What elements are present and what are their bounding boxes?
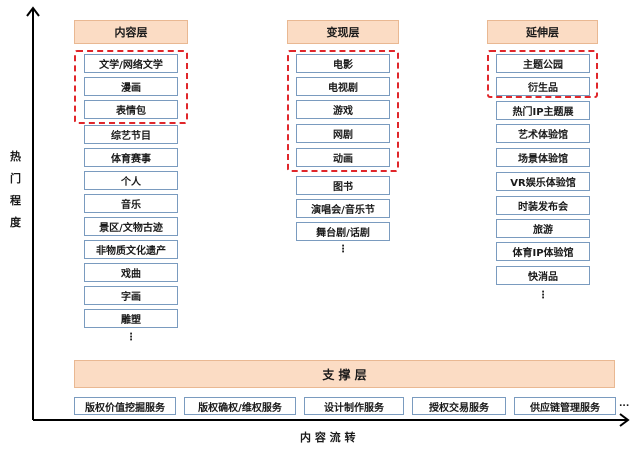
support-service: 版权价值挖掘服务 bbox=[74, 397, 176, 415]
support-service: 授权交易服务 bbox=[412, 397, 506, 415]
content-item: 字画 bbox=[84, 286, 178, 305]
y-axis-label-char: 程 bbox=[10, 194, 21, 207]
monetization-item: 舞台剧/话剧 bbox=[296, 222, 390, 241]
content-item: 景区/文物古迹 bbox=[84, 217, 178, 236]
content-item: 综艺节目 bbox=[84, 125, 178, 144]
content-item: 文学/网络文学 bbox=[84, 54, 178, 73]
extension-item: 艺术体验馆 bbox=[496, 124, 590, 143]
content-item: 戏曲 bbox=[84, 263, 178, 282]
monetization-layer-header: 变现层 bbox=[287, 20, 399, 44]
content-more: ⋮ bbox=[126, 332, 136, 343]
extension-item: 旅游 bbox=[496, 219, 590, 238]
x-axis-arrow bbox=[619, 413, 630, 427]
monetization-highlight-box bbox=[287, 50, 399, 172]
monetization-item: 网剧 bbox=[296, 124, 390, 143]
support-service: 供应链管理服务 bbox=[514, 397, 616, 415]
content-item: 个人 bbox=[84, 171, 178, 190]
content-layer-header: 内容层 bbox=[74, 20, 188, 44]
content-item: 雕塑 bbox=[84, 309, 178, 328]
content-item: 表情包 bbox=[84, 100, 178, 119]
y-axis-label-char: 度 bbox=[10, 216, 21, 229]
extension-layer-header: 延伸层 bbox=[487, 20, 598, 44]
extension-item: 时装发布会 bbox=[496, 196, 590, 215]
support-service: 版权确权/维权服务 bbox=[184, 397, 296, 415]
extension-item: 体育IP体验馆 bbox=[496, 242, 590, 261]
support-more: ... bbox=[619, 399, 630, 409]
extension-highlight-box bbox=[487, 50, 598, 98]
y-axis-label-char: 热 bbox=[10, 150, 21, 163]
content-item: 漫画 bbox=[84, 77, 178, 96]
content-item: 体育赛事 bbox=[84, 148, 178, 167]
monetization-item: 游戏 bbox=[296, 100, 390, 119]
content-item: 非物质文化遗产 bbox=[84, 240, 178, 259]
extension-item: 场景体验馆 bbox=[496, 148, 590, 167]
monetization-item: 电影 bbox=[296, 54, 390, 73]
y-axis-label-char: 门 bbox=[10, 172, 21, 185]
extension-item: 热门IP主题展 bbox=[496, 101, 590, 120]
content-highlight-box bbox=[74, 50, 188, 124]
content-item: 音乐 bbox=[84, 194, 178, 213]
monetization-more: ⋮ bbox=[338, 244, 348, 255]
monetization-item: 演唱会/音乐节 bbox=[296, 199, 390, 218]
extension-item: 主题公园 bbox=[496, 54, 590, 73]
monetization-item: 电视剧 bbox=[296, 77, 390, 96]
support-layer-header: 支 撑 层 bbox=[74, 360, 615, 388]
x-axis-label: 内 容 流 转 bbox=[300, 431, 356, 444]
extension-more: ⋮ bbox=[538, 290, 548, 301]
monetization-item: 图书 bbox=[296, 176, 390, 195]
support-service: 设计制作服务 bbox=[304, 397, 404, 415]
extension-item: 衍生品 bbox=[496, 77, 590, 96]
extension-item: VR娱乐体验馆 bbox=[496, 172, 590, 191]
y-axis-arrow bbox=[26, 6, 40, 17]
extension-item: 快消品 bbox=[496, 266, 590, 285]
monetization-item: 动画 bbox=[296, 148, 390, 167]
